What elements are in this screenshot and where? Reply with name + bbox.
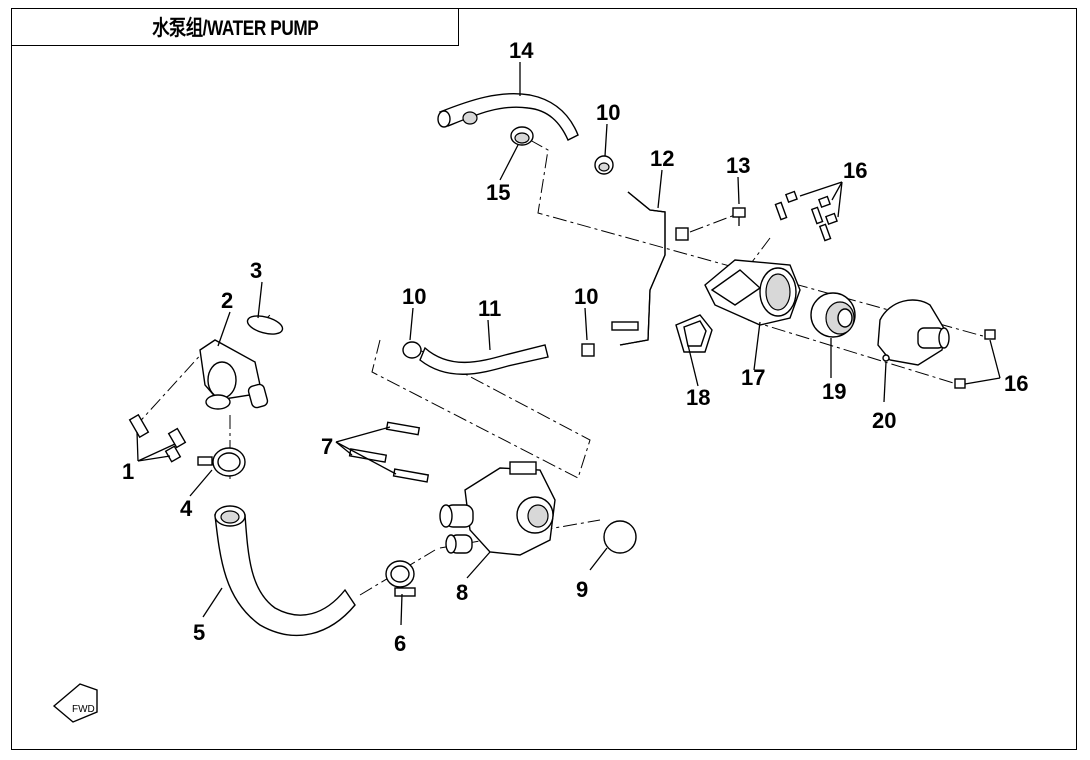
callout-19: 19 <box>822 379 846 404</box>
callout-6: 6 <box>394 631 406 656</box>
callout-8: 8 <box>456 580 468 605</box>
callout-3: 3 <box>250 258 262 283</box>
callout-2: 2 <box>221 288 233 313</box>
part-6-clamp <box>385 560 416 597</box>
callout-7: 7 <box>321 434 333 459</box>
part-9-o-ring <box>603 520 637 554</box>
part-13-bolt <box>732 207 746 226</box>
fwd-arrow-icon: FWD <box>52 683 98 723</box>
callout-11: 11 <box>478 296 501 321</box>
assembly-lines <box>133 139 991 596</box>
callout-15: 15 <box>486 180 510 205</box>
part-1-bolts <box>128 413 187 463</box>
part-5-hose <box>214 505 356 637</box>
callout-16-bottom: 16 <box>1004 371 1028 396</box>
part-10-clip-top <box>594 155 614 175</box>
callout-10-top: 10 <box>596 100 620 125</box>
callout-1: 1 <box>122 459 134 484</box>
callout-9: 9 <box>576 577 588 602</box>
part-16-bolts-top <box>774 190 838 242</box>
part-12-pipe <box>611 191 689 346</box>
part-4-clamp <box>197 447 246 477</box>
callout-12: 12 <box>650 146 674 171</box>
callout-5: 5 <box>193 620 205 645</box>
callout-13: 13 <box>726 153 750 178</box>
part-18-gasket <box>675 314 713 353</box>
fwd-label: FWD <box>72 704 95 715</box>
callout-4: 4 <box>180 496 193 521</box>
callout-18: 18 <box>686 385 710 410</box>
part-7-bolts <box>348 421 430 483</box>
part-15-clamp <box>510 126 534 146</box>
callout-labels: 14 10 12 13 16 15 3 2 10 11 10 17 19 16 … <box>122 38 1028 656</box>
title-box: 水泵组/WATER PUMP <box>11 8 459 46</box>
part-8-water-pump <box>439 461 556 556</box>
callout-16-top: 16 <box>843 158 867 183</box>
part-20-thermostat-cover <box>877 299 950 366</box>
leader-lines <box>136 62 1001 626</box>
callout-10-mid-right: 10 <box>574 284 598 309</box>
callout-20: 20 <box>872 408 896 433</box>
drawing-frame <box>11 8 1077 750</box>
callout-10-mid-left: 10 <box>402 284 426 309</box>
page-title: 水泵组/WATER PUMP <box>151 17 319 40</box>
part-11-hose <box>402 341 595 375</box>
part-14-hose <box>437 92 579 141</box>
part-3-o-ring <box>246 315 284 335</box>
part-19-thermostat <box>810 292 856 338</box>
part-2-outlet <box>199 339 269 410</box>
part-17-thermostat-housing <box>704 259 801 326</box>
callout-17: 17 <box>741 365 765 390</box>
callout-14: 14 <box>509 38 534 63</box>
